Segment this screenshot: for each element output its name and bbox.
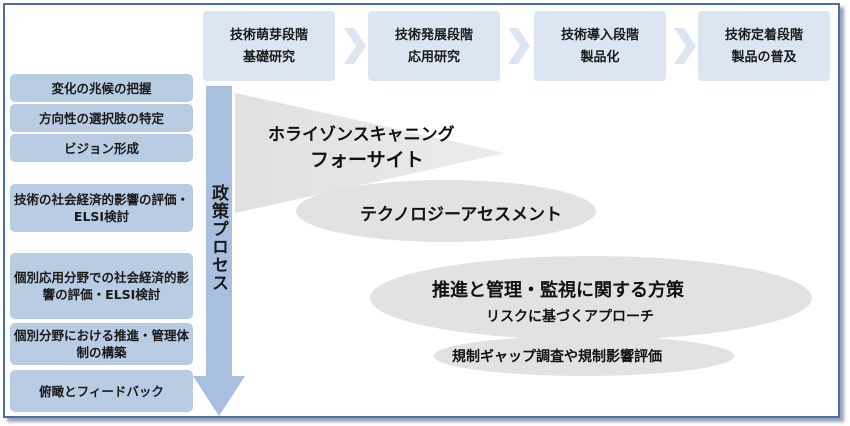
policy-process-label: 政策プロセス — [208, 184, 228, 292]
method-horizon-scanning: ホライゾンスキャニング — [268, 125, 455, 145]
left-item-application-impact: 個別応用分野での社会経済的影響の評価・ELSI検討 — [10, 253, 193, 319]
left-item-governance: 個別分野における推進・管理体制の構築 — [10, 323, 193, 365]
method-foresight: フォーサイト — [310, 149, 424, 171]
stage-introduction: 技術導入段階 製品化 — [534, 11, 666, 81]
policy-arrow — [193, 86, 245, 416]
left-item-feedback: 俯瞰とフィードバック — [10, 370, 193, 412]
stage-title: 技術導入段階 — [560, 28, 639, 43]
stage-title: 技術定着段階 — [724, 28, 803, 43]
measures-ellipse — [370, 256, 812, 340]
method-regulatory-gap: 規制ギャップ調査や規制影響評価 — [452, 349, 662, 365]
chevron-right-icon — [508, 28, 530, 64]
method-risk-approach: リスクに基づくアプローチ — [486, 309, 654, 325]
stage-title: 技術発展段階 — [394, 28, 473, 43]
method-measures: 推進と管理・監視に関する方策 — [432, 280, 684, 301]
stage-subtitle: 製品化 — [580, 50, 620, 65]
gap-ellipse — [434, 336, 734, 376]
horizon-triangle — [235, 93, 505, 213]
stage-subtitle: 応用研究 — [407, 50, 460, 65]
left-item-options: 方向性の選択肢の特定 — [10, 104, 193, 132]
chevron-right-icon — [344, 28, 366, 64]
left-item-signals: 変化の兆候の把握 — [10, 74, 193, 102]
chevron-right-icon — [674, 28, 696, 64]
method-technology-assessment: テクノロジーアセスメント — [360, 205, 562, 225]
stage-subtitle: 基礎研究 — [242, 50, 295, 65]
ta-ellipse — [296, 180, 596, 242]
stage-emergence: 技術萌芽段階 基礎研究 — [203, 11, 335, 81]
left-item-vision: ビジョン形成 — [10, 134, 193, 162]
stage-development: 技術発展段階 応用研究 — [368, 11, 500, 81]
stage-establishment: 技術定着段階 製品の普及 — [698, 11, 830, 81]
stage-subtitle: 製品の普及 — [731, 50, 797, 65]
stage-title: 技術萌芽段階 — [229, 28, 308, 43]
left-item-tech-impact: 技術の社会経済的影響の評価・ELSI検討 — [10, 184, 193, 232]
